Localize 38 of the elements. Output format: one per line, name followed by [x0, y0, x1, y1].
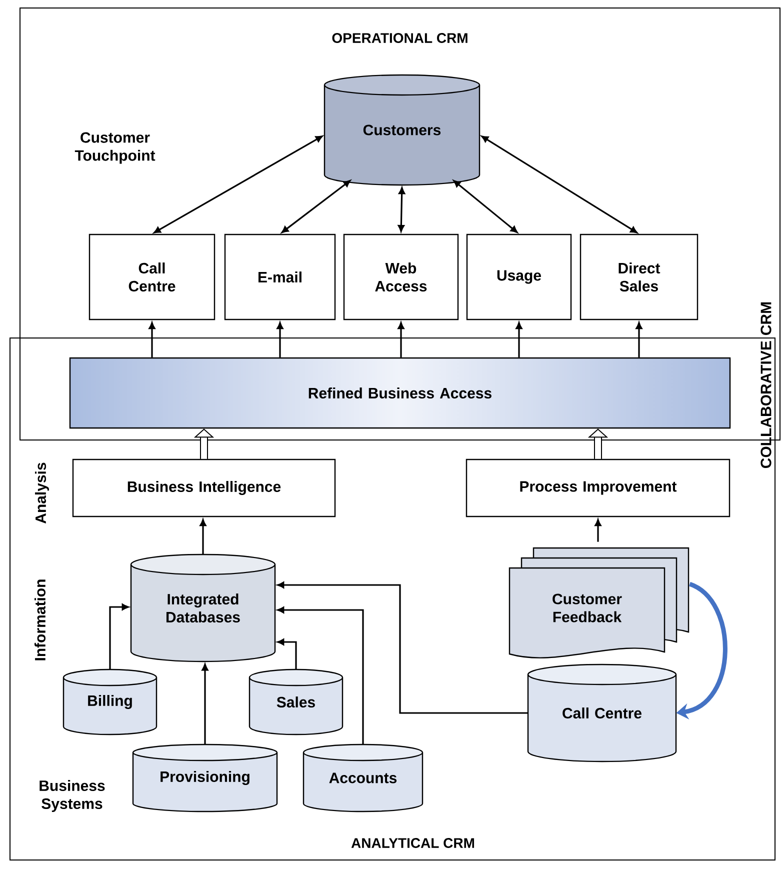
arrow	[594, 519, 602, 542]
arrow	[154, 136, 323, 234]
arrow	[516, 322, 522, 358]
arrow	[398, 187, 406, 232]
process-box: Usage	[466, 234, 572, 320]
side-label: Analysis	[35, 462, 49, 524]
database-cylinder: Customers	[324, 74, 480, 186]
arrow	[200, 519, 206, 554]
arrow	[109, 604, 129, 670]
database-cylinder: Billing	[62, 668, 158, 736]
arrow	[277, 606, 364, 744]
arrow	[202, 664, 208, 744]
process-box: E-mail	[224, 234, 336, 320]
layer-bar: Refined Business Access	[69, 357, 731, 429]
arrow	[453, 180, 518, 233]
side-label: Customer Touchpoint	[74, 132, 156, 164]
arrow	[277, 582, 528, 714]
arrow	[481, 136, 638, 234]
arrow	[276, 322, 284, 358]
arrow	[277, 638, 297, 670]
arrow	[636, 322, 642, 358]
database-cylinder: Sales	[248, 668, 344, 736]
side-label: Business Systems	[40, 780, 105, 812]
document-stack: Customer Feedback	[508, 547, 690, 658]
process-box: Call Centre	[88, 234, 216, 320]
process-box: Direct Sales	[580, 234, 698, 320]
side-label: Information	[34, 580, 46, 660]
process-box: Business Intelligence	[72, 458, 336, 518]
arrow	[398, 322, 404, 358]
database-cylinder: Integrated Databases	[130, 554, 276, 662]
database-cylinder: Call Centre	[527, 664, 677, 762]
arrow	[148, 322, 156, 358]
process-box: Web Access	[343, 234, 459, 320]
database-cylinder: Provisioning	[132, 744, 278, 812]
process-box: Process Improvement	[466, 458, 730, 518]
side-label: COLLABORATIVE CRM	[760, 302, 772, 468]
arrow	[281, 180, 351, 233]
database-cylinder: Accounts	[302, 744, 424, 812]
